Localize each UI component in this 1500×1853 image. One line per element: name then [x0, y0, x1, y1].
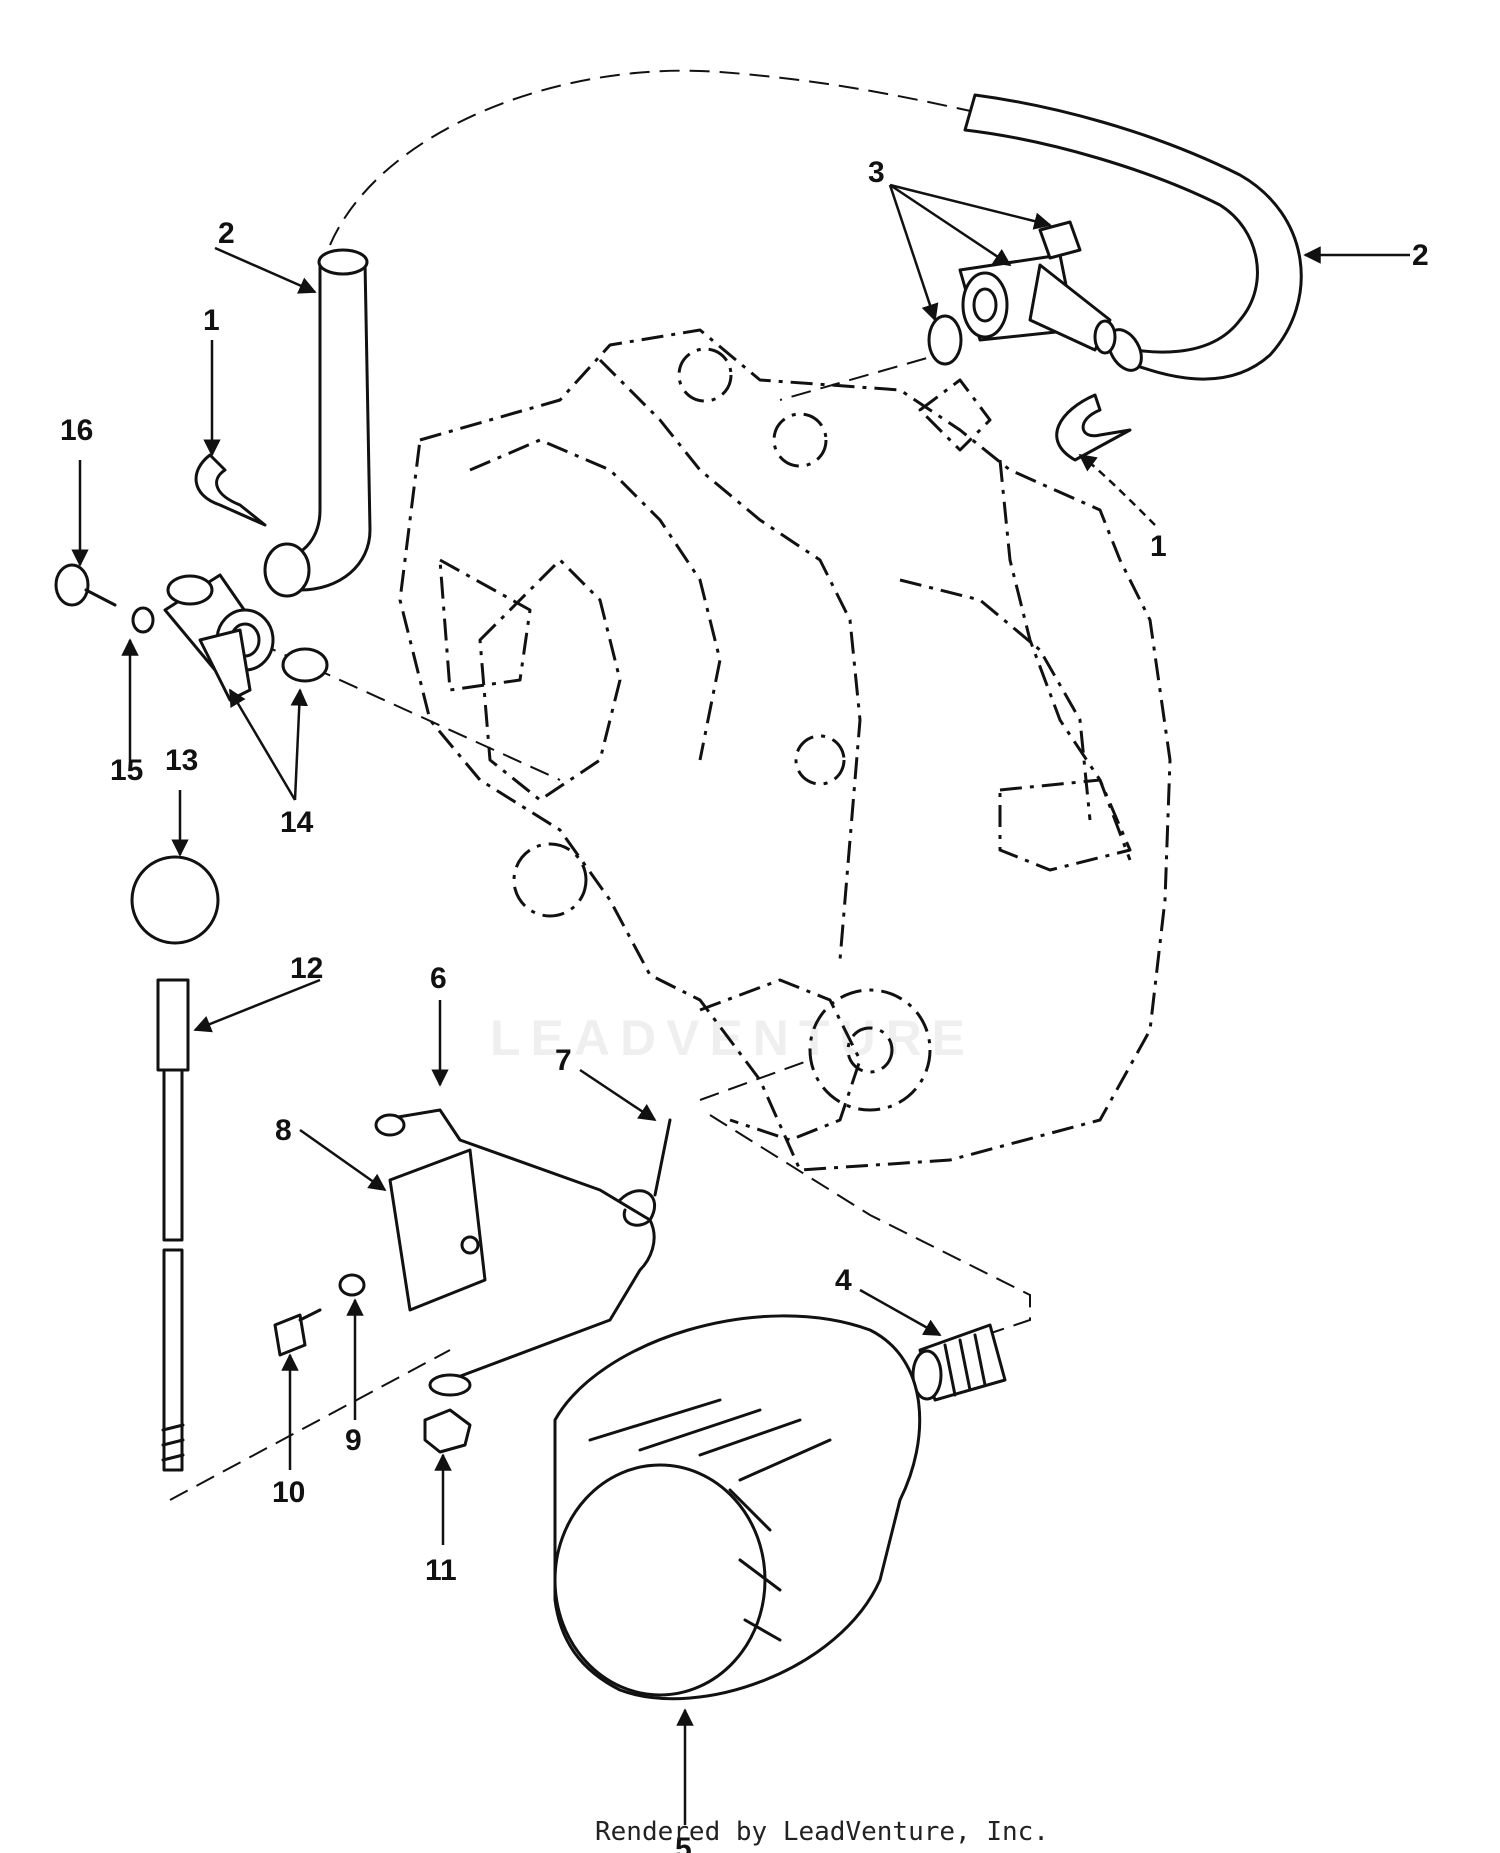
cover-plate-hole [460, 1235, 480, 1255]
footer-credit: Rendered by LeadVenture, Inc. [595, 1817, 1049, 1847]
callout-13: 13 [165, 744, 198, 777]
centerline-filter-2 [699, 1059, 811, 1101]
callout-5: 5 [675, 1832, 692, 1853]
callout-1-right: 1 [1150, 530, 1167, 563]
callout-6: 6 [430, 962, 447, 995]
callout-7: 7 [555, 1044, 572, 1077]
callouts: 1 1 2 2 3 4 5 6 7 8 9 10 11 12 13 14 15 … [60, 156, 1429, 1853]
callout-2-right: 2 [1412, 239, 1429, 272]
callout-2-left: 2 [218, 217, 235, 250]
leader-lines [71, 183, 1410, 1825]
hose-left [268, 260, 372, 592]
centerline-left-elbow [229, 629, 561, 781]
hose-clip-left [194, 453, 267, 527]
callout-12: 12 [290, 952, 323, 985]
callout-16: 16 [60, 414, 93, 447]
control-rod [156, 978, 190, 1472]
ball [130, 855, 220, 945]
callout-10: 10 [272, 1476, 305, 1509]
centerline-filter [709, 1114, 1031, 1341]
callout-9: 9 [345, 1424, 362, 1457]
hose-left-bottom-end [263, 542, 311, 598]
callout-15: 15 [110, 754, 143, 787]
callout-4: 4 [835, 1264, 852, 1297]
callout-11: 11 [425, 1554, 457, 1587]
bent-rod [374, 1108, 672, 1397]
washer-left [131, 606, 155, 634]
nut-11 [423, 1408, 472, 1454]
callout-8: 8 [275, 1114, 292, 1147]
transmission-housing-phantom [398, 328, 1172, 1172]
threaded-fitting [911, 1323, 1007, 1402]
hose-left-top-end [317, 248, 369, 276]
screw-left [54, 563, 155, 634]
hose-clip-right [1055, 393, 1132, 462]
elbow-fitting-left [163, 573, 329, 702]
o-ring-left [281, 647, 329, 683]
bent-rod-eye [428, 1373, 472, 1397]
washer-9 [338, 1273, 366, 1297]
bolt-10 [273, 1308, 322, 1357]
centerline-top-hose [329, 69, 976, 246]
elbow-fitting-right [927, 220, 1117, 366]
callout-14: 14 [280, 806, 314, 839]
oil-filter [553, 1314, 922, 1701]
spring-pin [653, 1118, 672, 1197]
callout-3: 3 [868, 156, 885, 189]
centerline-right-elbow [779, 349, 956, 401]
callout-1-left: 1 [203, 304, 220, 337]
centerline-rod [169, 1349, 451, 1501]
cover-plate [388, 1148, 487, 1312]
o-ring-right [927, 314, 963, 366]
